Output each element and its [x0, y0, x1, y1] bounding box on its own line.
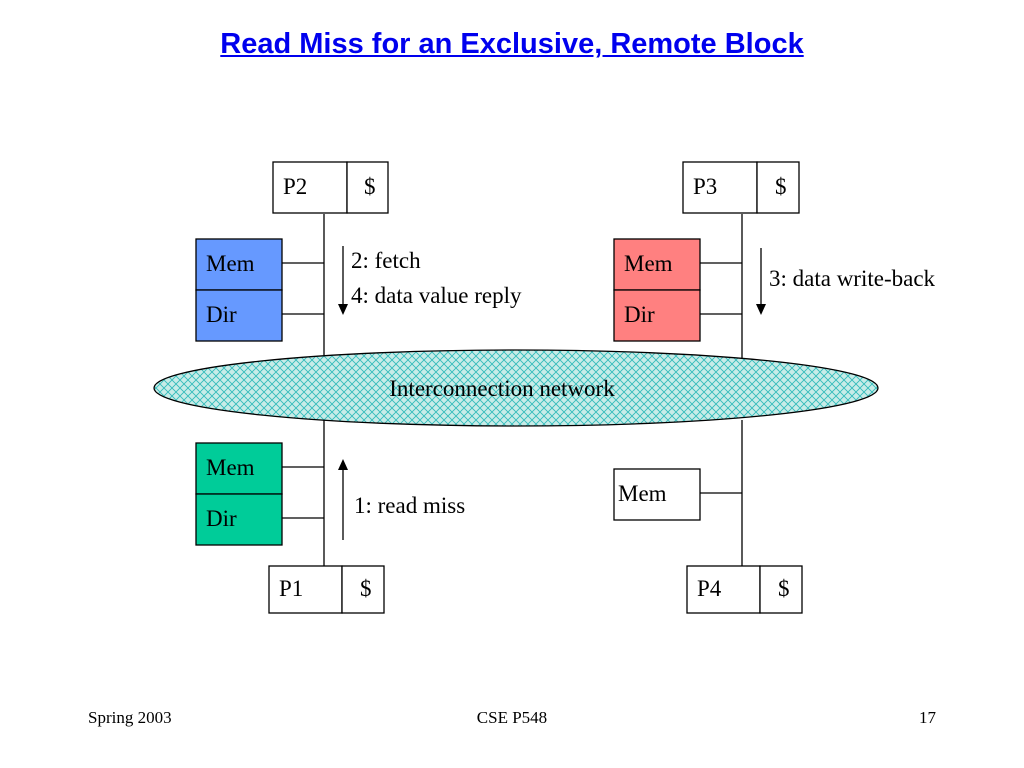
p1-mem-box — [195, 442, 283, 495]
arrow-fetch-reply — [338, 246, 348, 315]
memdir-p3: Mem Dir — [613, 238, 701, 342]
memdir-p2: Mem Dir — [195, 238, 283, 342]
arrow-readmiss — [338, 459, 348, 540]
p3-dir-box — [613, 289, 701, 342]
footer-date: Spring 2003 — [88, 708, 172, 727]
message-readmiss: 1: read miss — [354, 493, 465, 518]
p3-mem-label: Mem — [624, 251, 673, 276]
p4-processor-label: P4 — [697, 576, 722, 601]
memdir-p1: Mem Dir — [195, 442, 283, 546]
node-p1: P1 $ — [268, 565, 385, 614]
p2-processor-label: P2 — [283, 174, 307, 199]
p4-mem-label: Mem — [618, 481, 667, 506]
network-label: Interconnection network — [389, 376, 615, 401]
p1-dir-label: Dir — [206, 506, 237, 531]
p3-cache-label: $ — [775, 174, 787, 199]
interconnection-network — [153, 349, 879, 427]
message-writeback: 3: data write-back — [769, 266, 936, 291]
footer-course: CSE P548 — [476, 708, 548, 727]
message-fetch: 2: fetch — [351, 248, 421, 273]
p4-mem-box — [613, 468, 701, 521]
p3-processor-label: P3 — [693, 174, 717, 199]
node-p2: P2 $ — [272, 161, 389, 214]
p2-cache-label: $ — [364, 174, 376, 199]
p1-cache-label: $ — [360, 576, 372, 601]
slide-title: Read Miss for an Exclusive, Remote Block — [220, 28, 804, 60]
p4-cache-label: $ — [778, 576, 790, 601]
node-p3: P3 $ — [682, 161, 800, 214]
p2-mem-box — [195, 238, 283, 291]
p2-dir-label: Dir — [206, 302, 237, 327]
p3-dir-label: Dir — [624, 302, 655, 327]
p1-mem-label: Mem — [206, 455, 255, 480]
memdir-p4: Mem — [613, 468, 701, 521]
arrow-writeback — [756, 248, 766, 315]
p1-processor-label: P1 — [279, 576, 303, 601]
p2-mem-label: Mem — [206, 251, 255, 276]
node-p4: P4 $ — [686, 565, 803, 614]
p1-dir-box — [195, 493, 283, 546]
p3-mem-box — [613, 238, 701, 291]
message-reply: 4: data value reply — [351, 283, 522, 308]
p2-dir-box — [195, 289, 283, 342]
footer-page-number: 17 — [919, 708, 936, 727]
